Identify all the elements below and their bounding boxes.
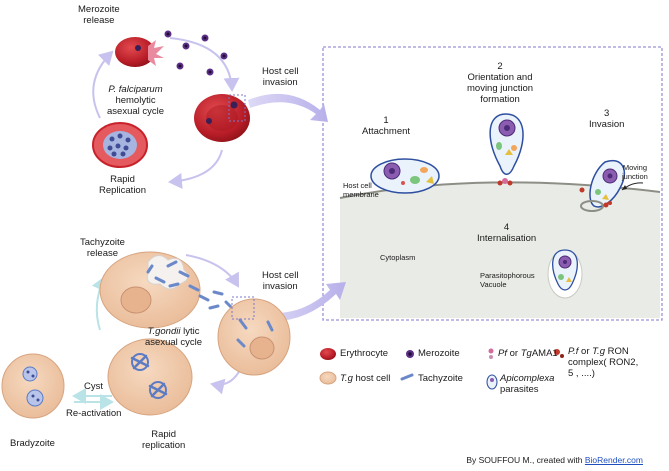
invaded-host-cell — [217, 296, 291, 376]
cytoplasm-label: Cytoplasm — [380, 253, 416, 262]
legend-apicomplexa-icon — [486, 374, 498, 390]
invasion-panel-border — [322, 46, 663, 321]
biorender-link[interactable]: BioRender.com — [584, 455, 643, 465]
orientation-parasite — [489, 113, 524, 186]
reactivation-label: Re-activation — [66, 408, 122, 419]
legend-merozoite-label: Merozoite — [418, 348, 460, 359]
legend-tg-host-cell-icon — [319, 371, 337, 385]
infected-erythrocyte — [194, 94, 250, 142]
legend-ron-label: P.f or T.g RON complex( RON2, 5 , ....) — [568, 346, 639, 379]
free-tachyzoites — [198, 290, 234, 310]
legend-ama1-icon — [488, 348, 494, 359]
attachment-parasite — [370, 158, 440, 194]
credit-line: By SOUFFOU M., created with BioRender.co… — [466, 455, 643, 465]
schizont-erythrocyte — [92, 122, 148, 168]
legend-apicomplexa-label: Apicomplexa parasites — [500, 373, 555, 395]
legend-erythrocyte-label: Erythrocyte — [340, 348, 389, 359]
top-invasion-arrow — [248, 93, 328, 122]
cycle-arrow-top-left — [92, 50, 114, 119]
bradyzoite-cell — [1, 353, 65, 419]
bradyzoite-label: Bradyzoite — [10, 438, 55, 449]
legend-tachyzoite-label: Tachyzoite — [418, 373, 463, 384]
legend-tachyzoite-icon — [400, 373, 414, 381]
legend-erythrocyte-icon — [320, 348, 336, 360]
cycle-arrow-bottom-right — [185, 254, 240, 288]
pf-cycle-label: P. falciparum hemolytic asexual cycle — [107, 84, 165, 117]
legend-ron-icon — [554, 349, 564, 358]
bursting-erythrocyte — [115, 37, 164, 67]
cycle-arrow-bottom-lower — [210, 369, 241, 395]
tg-cycle-label: T.gondii lytic asexual cycle — [145, 326, 203, 348]
invasion-parasite — [579, 159, 644, 212]
tachyzoite-release-cell — [99, 251, 201, 329]
legend-tg-host-cell-label: T.g host cell — [340, 373, 391, 384]
legend-ama1-label: Pf or TgAMA1 — [498, 348, 558, 359]
parasitophorous-vacuole — [547, 249, 583, 299]
released-merozoites — [164, 30, 228, 76]
cycle-arrow-top-right — [169, 37, 240, 92]
legend-merozoite-icon — [406, 350, 414, 358]
cytoplasm-region — [340, 182, 660, 318]
replication-host-cell — [107, 338, 193, 416]
cyst-label: Cyst — [84, 381, 103, 392]
cycle-arrow-top-bottom — [168, 149, 223, 189]
